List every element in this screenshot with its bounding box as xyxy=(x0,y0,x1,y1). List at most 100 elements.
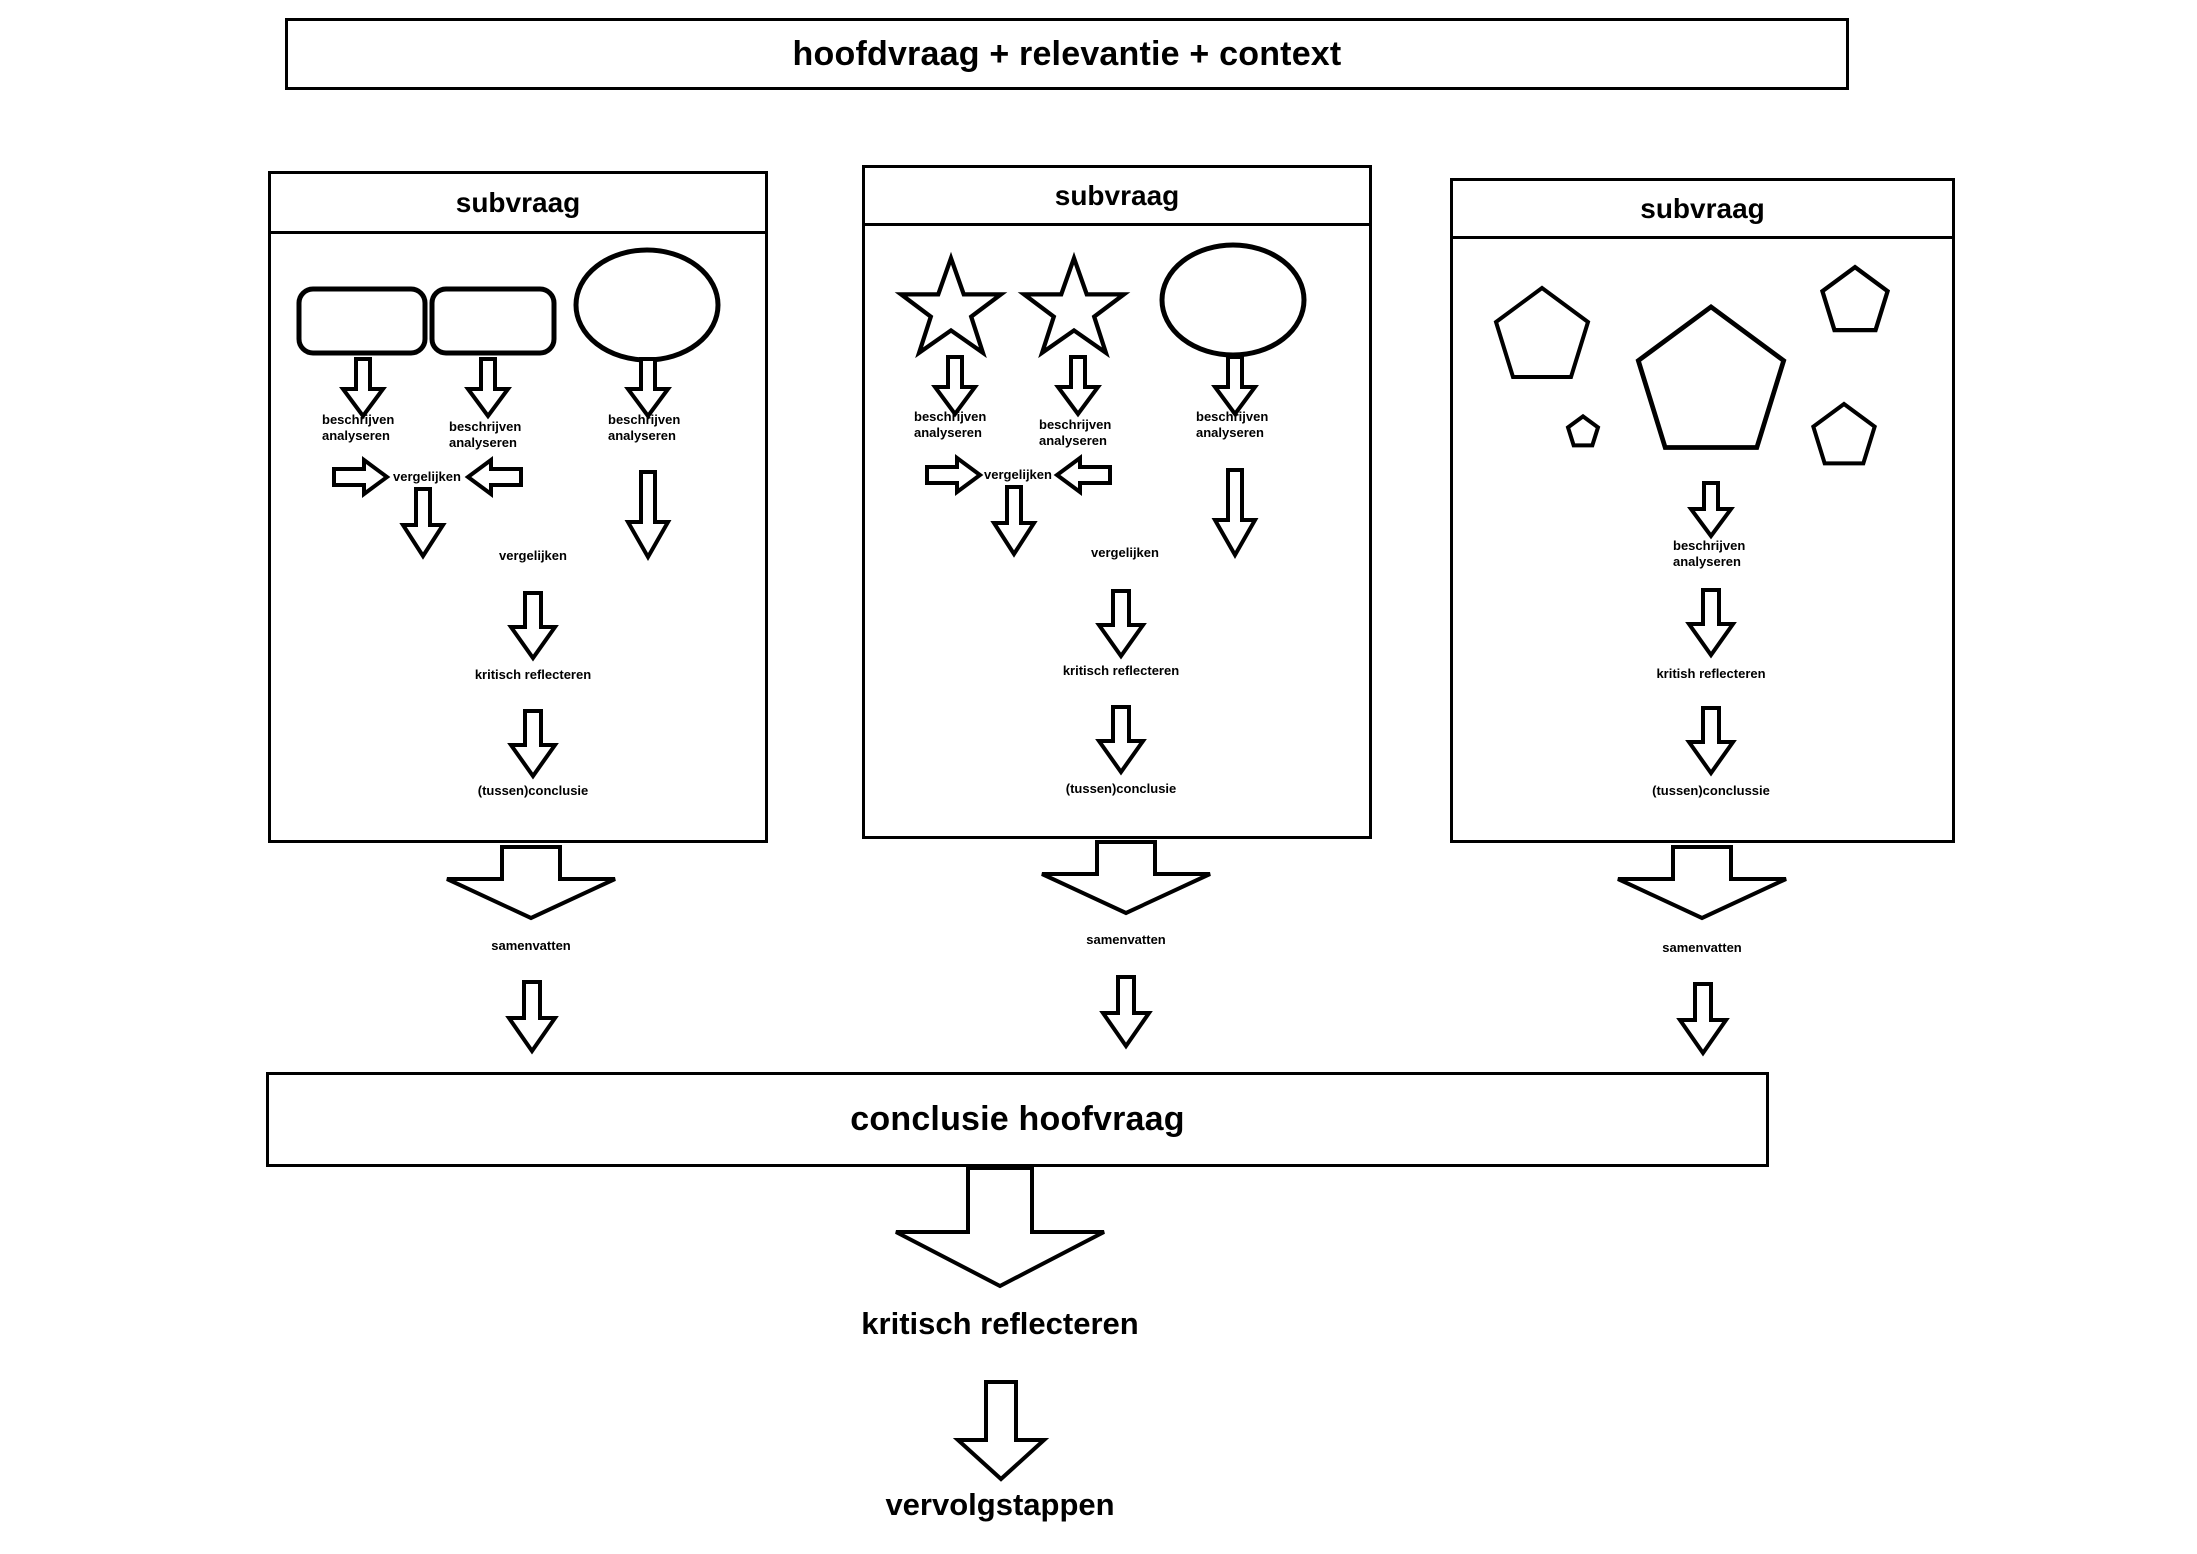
pentagon-shape-3c-large xyxy=(1635,303,1787,450)
arrow-left-icon-1 xyxy=(464,456,523,498)
hoofdvraag-label: hoofdvraag + relevantie + context xyxy=(792,34,1342,73)
subvraag-header-1: subvraag xyxy=(271,174,765,234)
arrow-down-icon-1c xyxy=(624,357,672,420)
caption-line: analyseren xyxy=(1039,433,1107,449)
arrow-down-wide-icon-1 xyxy=(446,845,616,921)
caption-samenvatten-2: samenvatten xyxy=(1086,932,1165,948)
caption-beschrijven-analyseren-2a: beschrijven analyseren xyxy=(914,409,986,442)
caption-beschrijven-analyseren-1c: beschrijven analyseren xyxy=(608,412,680,445)
arrow-down-icon-1f xyxy=(507,591,559,662)
arrow-down-icon-1g xyxy=(507,709,559,780)
arrow-down-icon-2d xyxy=(990,485,1038,558)
arrow-down-icon-1h xyxy=(505,980,559,1055)
arrow-down-icon-2h xyxy=(1099,975,1153,1050)
caption-vergelijken-1-inline: vergelijken xyxy=(393,469,461,485)
caption-line: beschrijven xyxy=(1196,409,1269,424)
caption-line: vergelijken xyxy=(1091,545,1159,560)
subvraag-header-label-3: subvraag xyxy=(1640,192,1765,224)
caption-line: kritisch reflecteren xyxy=(1062,663,1180,678)
arrow-down-icon-1d xyxy=(399,487,447,560)
arrow-down-icon-1e xyxy=(624,470,672,562)
rounded-rect-shape-1b xyxy=(429,286,557,356)
subvraag-header-label-1: subvraag xyxy=(455,186,581,218)
pentagon-shape-3a xyxy=(1493,285,1591,379)
caption-tussenconclussie-3: (tussen)conclussie xyxy=(1652,783,1770,799)
caption-vergelijken-2-lower: vergelijken xyxy=(1091,545,1159,561)
caption-line: beschrijven xyxy=(1673,538,1746,553)
rounded-rect-shape-1a xyxy=(296,286,428,356)
arrow-down-wide-icon-2 xyxy=(1041,840,1211,916)
ellipse-shape-1 xyxy=(573,247,721,363)
caption-vergelijken-1-lower: vergelijken xyxy=(499,548,567,564)
arrow-down-icon-3b xyxy=(1685,588,1737,659)
caption-line: vervolgstappen xyxy=(885,1487,1115,1522)
caption-beschrijven-analyseren-2b: beschrijven analyseren xyxy=(1039,417,1111,450)
arrow-down-wide-icon-3 xyxy=(1617,845,1787,921)
final-label-vervolgstappen: vervolgstappen xyxy=(885,1487,1114,1523)
caption-kritish-reflecteren-3: kritish reflecteren xyxy=(1656,666,1765,682)
arrow-down-icon-2e xyxy=(1211,468,1259,560)
arrow-left-icon-2 xyxy=(1053,454,1112,496)
caption-line: analyseren xyxy=(449,435,517,451)
arrow-down-icon-3a xyxy=(1687,481,1735,540)
subvraag-header-3: subvraag xyxy=(1453,181,1952,239)
arrow-down-icon-2c xyxy=(1211,355,1259,418)
caption-line: kritish reflecteren xyxy=(1656,666,1766,681)
caption-line: beschrijven xyxy=(914,409,987,424)
arrow-right-icon-2 xyxy=(925,454,984,496)
arrow-down-icon-1a xyxy=(339,357,387,420)
conclusie-hoofvraag-label: conclusie hoofvraag xyxy=(850,1100,1185,1138)
caption-line: beschrijven xyxy=(608,412,681,427)
caption-kritisch-reflecteren-2: kritisch reflecteren xyxy=(1063,663,1179,679)
caption-line: analyseren xyxy=(608,428,676,444)
caption-line: beschrijven xyxy=(1039,417,1112,432)
caption-line: vergelijken xyxy=(393,469,461,484)
subvraag-header-label-2: subvraag xyxy=(1054,179,1180,211)
pentagon-shape-3d xyxy=(1819,264,1891,333)
caption-line: analyseren xyxy=(914,425,982,441)
caption-line: analyseren xyxy=(1673,554,1741,570)
arrow-down-icon-2a xyxy=(931,355,979,418)
star-shape-2b xyxy=(1017,251,1131,359)
caption-line: analyseren xyxy=(1196,425,1264,441)
arrow-down-icon-1b xyxy=(464,357,512,420)
caption-samenvatten-3: samenvatten xyxy=(1662,940,1741,956)
caption-line: (tussen)conclusie xyxy=(1065,781,1177,796)
caption-line: kritisch reflecteren xyxy=(474,667,592,682)
caption-tussenconclusie-1: (tussen)conclusie xyxy=(478,783,589,799)
conclusie-hoofvraag-box: conclusie hoofvraag xyxy=(266,1072,1769,1167)
caption-beschrijven-analyseren-2c: beschrijven analyseren xyxy=(1196,409,1268,442)
arrow-down-icon-2b xyxy=(1054,355,1102,418)
caption-line: (tussen)conclussie xyxy=(1652,783,1770,798)
caption-kritisch-reflecteren-1: kritisch reflecteren xyxy=(475,667,591,683)
caption-line: samenvatten xyxy=(1662,940,1742,955)
caption-beschrijven-analyseren-3: beschrijven analyseren xyxy=(1673,538,1745,571)
arrow-right-icon-1 xyxy=(332,456,391,498)
arrow-down-icon-2g xyxy=(1095,705,1147,776)
subvraag-header-2: subvraag xyxy=(865,168,1369,226)
caption-line: vergelijken xyxy=(984,467,1052,482)
caption-vergelijken-2-inline: vergelijken xyxy=(984,467,1052,483)
arrow-down-icon-3c xyxy=(1685,706,1737,777)
caption-beschrijven-analyseren-1b: beschrijven analyseren xyxy=(449,419,521,452)
pentagon-shape-3b xyxy=(1565,413,1601,448)
caption-line: analyseren xyxy=(322,428,390,444)
final-label-kritisch-reflecteren: kritisch reflecteren xyxy=(861,1306,1138,1342)
star-shape-2a xyxy=(894,251,1008,359)
caption-beschrijven-analyseren-1a: beschrijven analyseren xyxy=(322,412,394,445)
arrow-down-icon-2f xyxy=(1095,589,1147,660)
caption-line: beschrijven xyxy=(449,419,522,434)
hoofdvraag-box: hoofdvraag + relevantie + context xyxy=(285,18,1849,90)
pentagon-shape-3e xyxy=(1811,401,1877,466)
caption-line: vergelijken xyxy=(499,548,567,563)
ellipse-shape-2 xyxy=(1159,242,1307,358)
caption-tussenconclusie-2: (tussen)conclusie xyxy=(1066,781,1177,797)
caption-samenvatten-1: samenvatten xyxy=(491,938,570,954)
caption-line: (tussen)conclusie xyxy=(477,783,589,798)
caption-line: beschrijven xyxy=(322,412,395,427)
arrow-down-icon-3d xyxy=(1676,982,1730,1057)
caption-line: samenvatten xyxy=(1086,932,1166,947)
arrow-down-big-icon-2 xyxy=(952,1380,1050,1482)
caption-line: samenvatten xyxy=(491,938,571,953)
